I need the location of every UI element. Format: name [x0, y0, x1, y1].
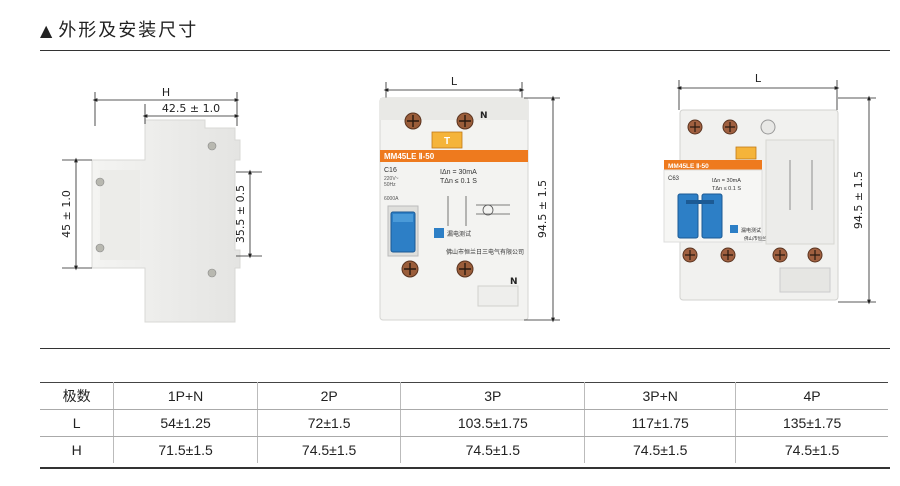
section-title: ▲外形及安装尺寸	[40, 16, 198, 42]
side-dim-height: 45 ± 1.0	[60, 190, 73, 238]
table-cell: 71.5±1.5	[113, 436, 258, 463]
header-poles: 极数	[40, 382, 115, 410]
header-1pn: 1P+N	[113, 382, 258, 410]
front2-test-label: 漏电测试	[741, 227, 761, 234]
header-3pn: 3P+N	[584, 382, 737, 410]
table-cell: 74.5±1.5	[400, 436, 586, 463]
svg-text:T: T	[444, 136, 450, 147]
table-row: H 71.5±1.5 74.5±1.5 74.5±1.5 74.5±1.5 74…	[40, 436, 888, 463]
table-cell: H	[40, 436, 115, 463]
table-cell: L	[40, 409, 115, 437]
front2-label-l: L	[755, 72, 762, 85]
side-dim-rail: 35.5 ± 0.5	[234, 185, 247, 243]
side-label-h: H	[162, 86, 170, 99]
front-view-1pn-drawing: L N T MM45LE Ⅱ-50 C16 220V~ 50Hz 6000A I…	[379, 75, 560, 323]
top-divider	[40, 50, 890, 51]
front1-freq: 50Hz	[384, 182, 396, 188]
section-title-text: 外形及安装尺寸	[58, 20, 199, 41]
table-cell: 54±1.25	[113, 409, 258, 437]
front1-label-n-bottom: N	[510, 277, 518, 287]
front1-voltage: 220V~	[384, 176, 399, 182]
table-cell: 117±1.75	[584, 409, 737, 437]
header-3p: 3P	[400, 382, 586, 410]
side-view-drawing: H 42.5 ± 1.0 45 ± 1.0 35.5 ± 0.5	[60, 86, 262, 323]
front2-rating: C63	[668, 176, 680, 182]
front1-current-2: TΔn ≤ 0.1 S	[440, 178, 477, 185]
front1-model: MM45LE Ⅱ-50	[384, 152, 435, 161]
dimension-spec-table: 极数 1P+N 2P 3P 3P+N 4P L 54±1.25 72±1.5 1…	[40, 382, 888, 463]
table-row: L 54±1.25 72±1.5 103.5±1.75 117±1.75 135…	[40, 409, 888, 437]
front1-label-l: L	[451, 75, 458, 88]
front-view-2p-drawing: L MM45LE Ⅱ-50 C63 IΔn = 30mA TΔn ≤ 0.1 S…	[663, 72, 876, 305]
front1-breaking: 6000A	[384, 196, 399, 202]
front2-model: MM45LE Ⅱ-50	[668, 162, 709, 170]
front1-dim-height: 94.5 ± 1.5	[536, 180, 549, 238]
table-cell: 103.5±1.75	[400, 409, 586, 437]
front2-current-1: IΔn = 30mA	[712, 178, 741, 184]
front1-maker: 佛山市恒兰日三电气有限公司	[446, 248, 524, 256]
triangle-marker-icon: ▲	[40, 21, 55, 40]
table-cell: 135±1.75	[735, 409, 888, 437]
front1-label-n-top: N	[480, 111, 488, 121]
side-dim-width: 42.5 ± 1.0	[162, 102, 220, 115]
bottom-divider	[40, 467, 890, 469]
table-cell: 74.5±1.5	[584, 436, 737, 463]
table-header-row: 极数 1P+N 2P 3P 3P+N 4P	[40, 382, 888, 410]
front2-dim-height: 94.5 ± 1.5	[852, 171, 865, 229]
header-2p: 2P	[257, 382, 402, 410]
table-cell: 72±1.5	[257, 409, 402, 437]
middle-divider	[40, 348, 890, 349]
front1-current-1: IΔn = 30mA	[440, 169, 477, 176]
table-cell: 74.5±1.5	[257, 436, 402, 463]
front1-rating: C16	[384, 167, 397, 174]
front1-test-label: 漏电测试	[447, 230, 471, 238]
front2-current-2: TΔn ≤ 0.1 S	[712, 186, 741, 192]
header-4p: 4P	[735, 382, 888, 410]
product-dimension-drawings: H 42.5 ± 1.0 45 ± 1.0 35.5 ± 0.5 L N	[60, 72, 876, 323]
table-cell: 74.5±1.5	[784, 442, 840, 458]
